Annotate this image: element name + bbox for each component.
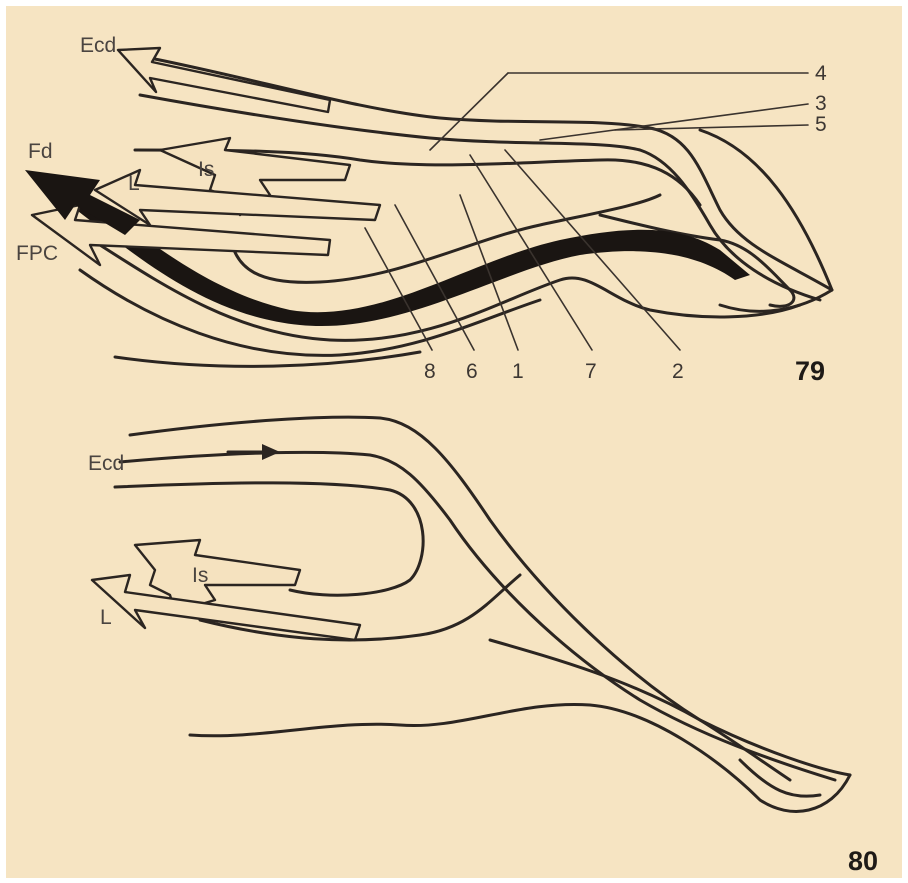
callout-6: 6 <box>466 360 478 383</box>
callout-8: 8 <box>424 360 436 383</box>
callout-4: 4 <box>815 62 827 85</box>
callout-2: 2 <box>672 360 684 383</box>
label-l-79: L <box>128 172 140 195</box>
callout-3: 3 <box>815 92 827 115</box>
paper-background <box>6 6 902 878</box>
label-ecd-79: Ecd <box>80 34 116 57</box>
label-ecd-80: Ecd <box>88 452 124 475</box>
label-is-80: Is <box>192 564 208 587</box>
figure-number-80: 80 <box>848 846 878 876</box>
label-fd-79: Fd <box>28 140 53 163</box>
label-is-79: Is <box>198 158 214 181</box>
callout-7: 7 <box>585 360 597 383</box>
label-fpc-79: FPC <box>16 242 58 265</box>
figure-number-79: 79 <box>795 356 825 386</box>
callout-1: 1 <box>512 360 524 383</box>
label-l-80: L <box>100 606 112 629</box>
callout-5: 5 <box>815 113 827 136</box>
